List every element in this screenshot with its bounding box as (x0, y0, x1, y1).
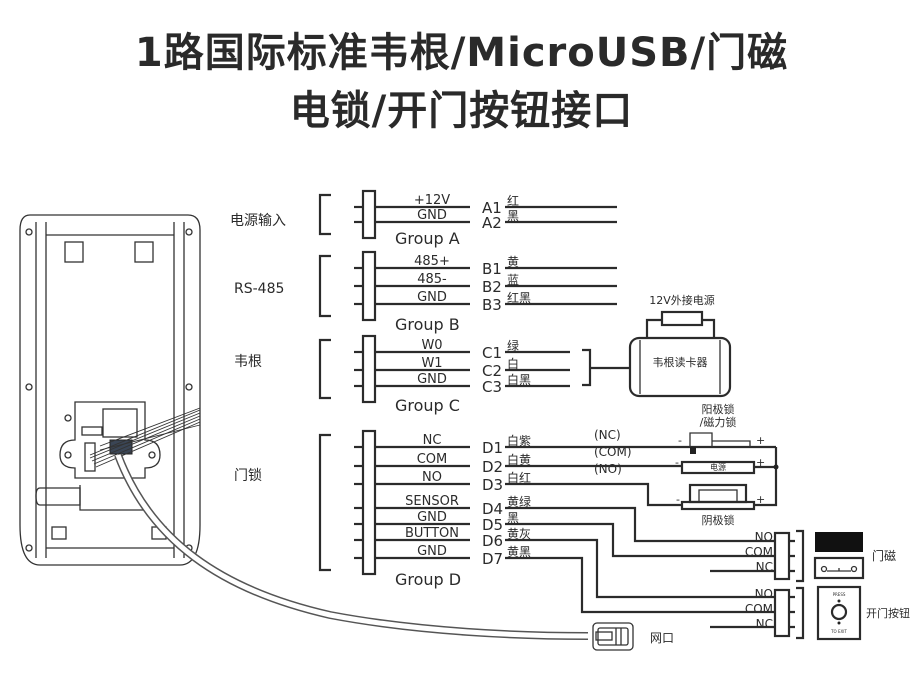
section-label-wiegand: 韦根 (234, 354, 262, 370)
wire-color-label: 红黑 (507, 290, 531, 305)
signal-label: BUTTON (405, 526, 459, 541)
group-label: Group A (395, 229, 460, 248)
signal-label: W0 (421, 338, 442, 353)
exit-button-press-text: PRESS (833, 592, 846, 597)
signal-label: W1 (421, 356, 442, 371)
reader-power-label: 12V外接电源 (649, 293, 715, 307)
exit-button-com: COM (745, 602, 773, 616)
anode-lock-label: 阳极锁 (702, 402, 735, 416)
signal-label: GND (417, 510, 447, 525)
exit-button-no: NO (755, 587, 773, 601)
wire-color-label: 白黑 (507, 372, 531, 387)
wire-color-label: 黄灰 (507, 527, 531, 541)
cathode-plus-mark: + (756, 493, 765, 506)
pin-label: C1 (482, 344, 502, 362)
anode-plus-mark: + (756, 434, 765, 447)
exit-button-label: 开门按钮 (866, 606, 910, 620)
group-bracket (318, 433, 331, 572)
pin-label: D7 (482, 550, 503, 568)
group-bracket (318, 254, 331, 318)
wire-color-label: 白红 (507, 470, 531, 485)
signal-label: GND (417, 290, 447, 305)
exit-button-nc: NC (756, 617, 773, 631)
pin-label: A2 (482, 214, 502, 232)
pin-label: D5 (482, 516, 503, 534)
section-label-power: 电源输入 (230, 213, 286, 229)
signal-label: GND (417, 208, 447, 223)
signal-label: GND (417, 544, 447, 559)
connector-block (361, 334, 377, 404)
pin-label: C3 (482, 378, 502, 396)
signal-label: 485- (417, 272, 447, 287)
wire-color-label: 黑 (507, 511, 519, 525)
door-sensor-label: 门磁 (872, 548, 896, 563)
anode-minus-mark: - (678, 434, 682, 447)
signal-label: GND (417, 372, 447, 387)
relay-term-nc: (NC) (594, 428, 621, 442)
relay-term-com: (COM) (594, 445, 632, 459)
signal-label: +12V (414, 193, 450, 208)
pin-label: D6 (482, 532, 503, 550)
wire-color-label: 蓝 (507, 273, 519, 287)
wiegand-reader-label: 韦根读卡器 (653, 355, 708, 369)
relay-term-no: (NO) (594, 462, 622, 476)
wire-color-label: 黄绿 (507, 494, 531, 509)
group-bracket (318, 193, 331, 236)
power-minus-mark: - (675, 456, 679, 469)
diagram-title-line2: 电锁/开门按钮接口 (289, 88, 634, 134)
d-group-routing (505, 445, 775, 629)
network-port-label: 网口 (650, 631, 674, 645)
group-label: Group D (395, 570, 461, 589)
rj45-plug-icon (592, 622, 634, 651)
pin-label: D3 (482, 476, 503, 494)
door-sensor-icon (813, 532, 865, 580)
pin-label: D4 (482, 500, 503, 518)
connector-block (361, 189, 377, 240)
pin-label: B3 (482, 296, 502, 314)
section-label-rs485: RS-485 (234, 281, 284, 297)
signal-label: NO (422, 470, 442, 485)
lock-wiring: (NC) (COM) (NO) 阳极锁 /磁力锁 电源 阴极锁 - + - + … (594, 402, 779, 527)
wiegand-reader: 韦根读卡器 12V外接电源 (582, 293, 732, 398)
section-label-lock: 门锁 (234, 468, 262, 484)
wire-color-label: 绿 (507, 338, 519, 353)
group-c: W0 C1 绿 W1 C2 白 GND C3 白黑 Group C (318, 334, 570, 415)
signal-label: COM (417, 452, 448, 467)
group-label: Group B (395, 315, 460, 334)
group-d: NC D1 白紫 COM D2 白黄 NO D3 白红 SENSOR D4 黄绿 GND D5 黑 BUTTO… (318, 429, 531, 589)
pin-label: D2 (482, 458, 503, 476)
pin-label: B2 (482, 278, 502, 296)
wire-color-label: 黄黑 (507, 545, 531, 559)
group-b: 485+ B1 黄 485- B2 蓝 GND B3 红黑 Group B (318, 250, 617, 334)
power-plus-mark: + (756, 456, 765, 469)
wire-color-label: 白黄 (507, 452, 531, 467)
connector-block (361, 250, 377, 322)
pin-label: C2 (482, 362, 502, 380)
device-back-panel (19, 214, 589, 640)
signal-label: NC (423, 433, 442, 448)
cathode-minus-mark: - (676, 493, 680, 506)
wire-color-label: 黄 (507, 255, 519, 269)
exit-button-icon: PRESS TO EXIT (816, 585, 862, 641)
signal-label: SENSOR (405, 494, 459, 509)
wire-color-label: 黑 (507, 209, 519, 223)
wire-color-label: 白紫 (507, 433, 531, 448)
wire-color-label: 白 (507, 356, 519, 371)
pin-label: D1 (482, 439, 503, 457)
pin-label: A1 (482, 199, 502, 217)
connector-block (361, 429, 377, 576)
maglock-label: /磁力锁 (700, 415, 737, 429)
cathode-lock-label: 阴极锁 (702, 513, 735, 527)
pin-label: B1 (482, 260, 502, 278)
group-a: +12V A1 红 GND A2 黑 Group A (318, 189, 617, 248)
exit-button-exit-text: TO EXIT (830, 629, 847, 634)
group-label: Group C (395, 396, 460, 415)
group-bracket (318, 338, 331, 400)
diagram-title-line1: 1路国际标准韦根/MicroUSB/门磁 (134, 30, 789, 76)
wire-color-label: 红 (507, 193, 519, 208)
power-supply-label: 电源 (710, 462, 726, 472)
signal-label: 485+ (414, 254, 450, 269)
